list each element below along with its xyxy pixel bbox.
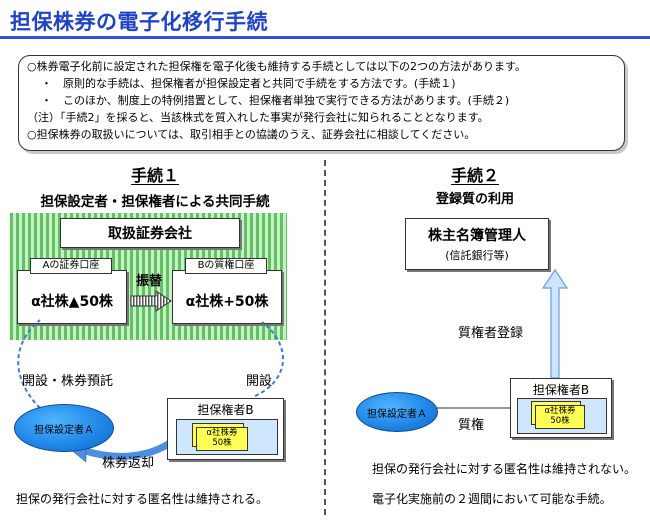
proc1-heading: 手続１ bbox=[130, 166, 179, 185]
broker-label: 取扱証券会社 bbox=[108, 226, 192, 242]
certificate-line: 50株 bbox=[212, 438, 232, 448]
proc2-heading: 手続２ bbox=[450, 166, 499, 185]
note-line: ・ 原則的な手続は、担保権者が担保設定者と共同で手続をする方法です。(手続１) bbox=[41, 77, 456, 90]
proc1-subheading: 担保設定者・担保権者による共同手続 bbox=[40, 194, 270, 210]
account-a-tab: Aの証券口座 bbox=[30, 258, 112, 274]
certificate-card: α社株券 50株 bbox=[535, 405, 585, 429]
registrar-sublabel: (信託銀行等) bbox=[445, 249, 509, 262]
account-a-value: α社株▲50株 bbox=[31, 294, 113, 310]
account-b-value: α社株+50株 bbox=[185, 294, 269, 310]
open-deposit-label: 開設・株券預託 bbox=[22, 374, 114, 389]
certificate-line: α社株券 bbox=[206, 428, 238, 438]
open-label: 開設 bbox=[246, 374, 273, 389]
proc2-footer-1: 担保の発行会社に対する匿名性は維持されない。 bbox=[372, 462, 637, 476]
note-line: ○株券電子化前に設定された担保権を電子化後も維持する手続としては以下の2つの方法… bbox=[27, 60, 526, 73]
registration-arrow-icon bbox=[541, 268, 569, 379]
account-b-tab: Bの質権口座 bbox=[185, 258, 267, 274]
note-line: （注）「手続2」を採ると、当該株式を質入れした事実が発行会社に知られることとなり… bbox=[27, 111, 489, 124]
note-line: ・ このほか、制度上の特例措置として、担保権者単独で実行できる方法があります。(… bbox=[41, 94, 510, 107]
transfer-label: 振替 bbox=[136, 274, 163, 289]
broker-box: 取扱証券会社 bbox=[60, 218, 240, 248]
section-divider bbox=[324, 160, 326, 515]
registrar-box: 株主名簿管理人 (信託銀行等) bbox=[405, 218, 549, 270]
notes-box: ○株券電子化前に設定された担保権を電子化後も維持する手続としては以下の2つの方法… bbox=[18, 55, 625, 151]
setter-a2-label: 担保設定者Ａ bbox=[367, 408, 427, 420]
certificate-line: 50株 bbox=[550, 416, 570, 426]
page-title: 担保株券の電子化移行手続 bbox=[10, 10, 268, 34]
holder-b-box: 担保権者B α社株券 50株 bbox=[167, 398, 284, 460]
holder-b2-label: 担保権者B bbox=[532, 383, 590, 397]
proc1-footer: 担保の発行会社に対する匿名性は維持される。 bbox=[16, 492, 269, 506]
note-line: ○担保株券の取扱いについては、取引相手との協議のうえ、証券会社に相談してください… bbox=[27, 128, 476, 141]
registrar-label: 株主名簿管理人 bbox=[428, 228, 526, 244]
certificate-line: α社株券 bbox=[544, 406, 576, 416]
setter-a-label: 担保設定者Ａ bbox=[34, 424, 94, 436]
registration-label: 質権者登録 bbox=[458, 326, 524, 341]
pledge-connector bbox=[436, 407, 510, 409]
account-a-box: α社株▲50株 bbox=[17, 270, 127, 324]
setter-a-ellipse: 担保設定者Ａ bbox=[14, 404, 114, 452]
transfer-arrow-icon bbox=[130, 290, 172, 312]
proc2-subheading: 登録質の利用 bbox=[435, 192, 514, 207]
holder-b2-box: 担保権者B α社株券 50株 bbox=[510, 378, 612, 438]
title-underline bbox=[0, 36, 650, 39]
pledge-label: 質権 bbox=[458, 418, 485, 433]
proc2-footer-2: 電子化実施前の２週間において可能な手続。 bbox=[372, 492, 612, 506]
holder-b-label: 担保権者B bbox=[197, 403, 254, 417]
certificate-card: α社株券 50株 bbox=[196, 427, 248, 451]
setter-a2-ellipse: 担保設定者Ａ bbox=[356, 392, 438, 432]
return-label: 株券返却 bbox=[102, 456, 155, 471]
